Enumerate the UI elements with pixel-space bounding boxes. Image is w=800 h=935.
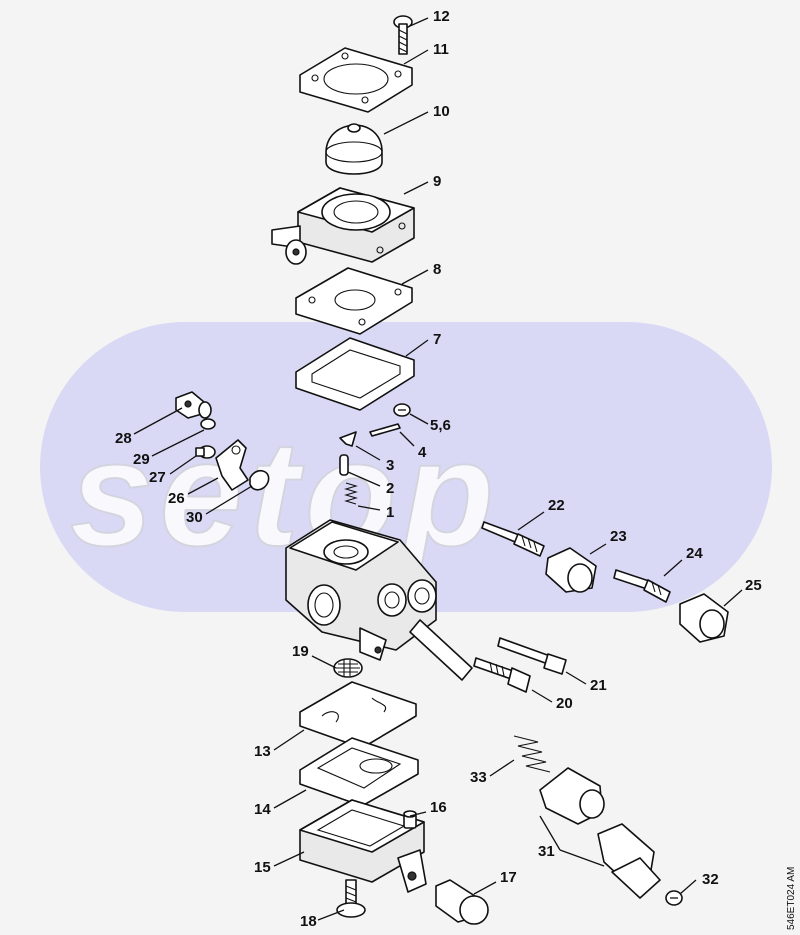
callout-14: 14 <box>254 801 271 818</box>
part-8-diaphragm <box>295 267 413 335</box>
callout-labels: 12 11 10 9 8 7 5,6 4 3 2 1 28 29 27 26 3… <box>115 8 762 930</box>
part-16-plug <box>403 810 417 829</box>
part-27-screw <box>195 445 216 459</box>
part-1-spring <box>344 482 358 505</box>
callout-19: 19 <box>292 643 309 660</box>
part-10-primer-bulb <box>325 123 383 175</box>
callout-30: 30 <box>186 509 203 526</box>
callout-2: 2 <box>386 480 394 497</box>
part-32-screw <box>665 890 683 906</box>
part-17-fitting <box>435 879 489 925</box>
part-28-fitting <box>175 391 212 419</box>
callout-32: 32 <box>702 871 719 888</box>
part-13-gasket <box>299 681 417 749</box>
part-18-screw <box>336 879 366 918</box>
callout-10: 10 <box>433 103 450 120</box>
callout-12: 12 <box>433 8 450 25</box>
part-7-gasket <box>295 337 415 411</box>
part-24-adjust-screw <box>613 569 671 603</box>
watermark-text: setop <box>70 409 500 577</box>
callout-21: 21 <box>590 677 607 694</box>
callout-31: 31 <box>538 843 555 860</box>
part-5-6-screw <box>393 403 411 417</box>
part-29-ring <box>200 418 216 430</box>
callout-24: 24 <box>686 545 703 562</box>
callout-4: 4 <box>418 444 427 461</box>
part-11-cover <box>299 47 413 113</box>
part-25-limiter-cap <box>679 593 729 643</box>
part-30-clip <box>249 470 270 491</box>
part-26-bracket <box>215 439 249 491</box>
callout-15: 15 <box>254 859 271 876</box>
leader-lines <box>133 17 743 921</box>
callout-25: 25 <box>745 577 762 594</box>
callout-16: 16 <box>430 799 447 816</box>
callout-1: 1 <box>386 504 394 521</box>
part-33-spring <box>513 735 551 773</box>
part-15-end-cover <box>299 799 427 893</box>
callout-33: 33 <box>470 769 487 786</box>
callout-18: 18 <box>300 913 317 930</box>
part-4-pin <box>369 423 401 437</box>
callout-28: 28 <box>115 430 132 447</box>
callout-3: 3 <box>386 457 394 474</box>
part-2-inlet-needle <box>339 454 349 476</box>
callout-27: 27 <box>149 469 166 486</box>
callout-29: 29 <box>133 451 150 468</box>
callout-7: 7 <box>433 331 441 348</box>
part-20-needle <box>473 657 531 693</box>
drawing-reference: 546ET024 AM <box>786 867 797 930</box>
part-9-pump-housing <box>271 187 415 265</box>
callout-11: 11 <box>433 41 449 58</box>
callout-17: 17 <box>500 869 517 886</box>
watermark-band <box>40 322 772 612</box>
callout-9: 9 <box>433 173 441 190</box>
part-12-screw <box>393 15 413 55</box>
callout-26: 26 <box>168 490 185 507</box>
callout-8: 8 <box>433 261 441 278</box>
part-19-strainer <box>333 658 363 678</box>
part-22-adjust-screw <box>481 521 545 557</box>
callout-23: 23 <box>610 528 627 545</box>
carburetor-body <box>285 519 473 681</box>
part-31-choke-assembly <box>539 767 661 899</box>
callout-20: 20 <box>556 695 573 712</box>
callout-22: 22 <box>548 497 565 514</box>
part-3-lever <box>339 431 357 447</box>
part-23-limiter-cap <box>545 547 597 593</box>
callout-13: 13 <box>254 743 271 760</box>
callout-5-6: 5,6 <box>430 417 451 434</box>
part-21-needle <box>497 637 567 675</box>
part-14-diaphragm <box>299 737 419 807</box>
